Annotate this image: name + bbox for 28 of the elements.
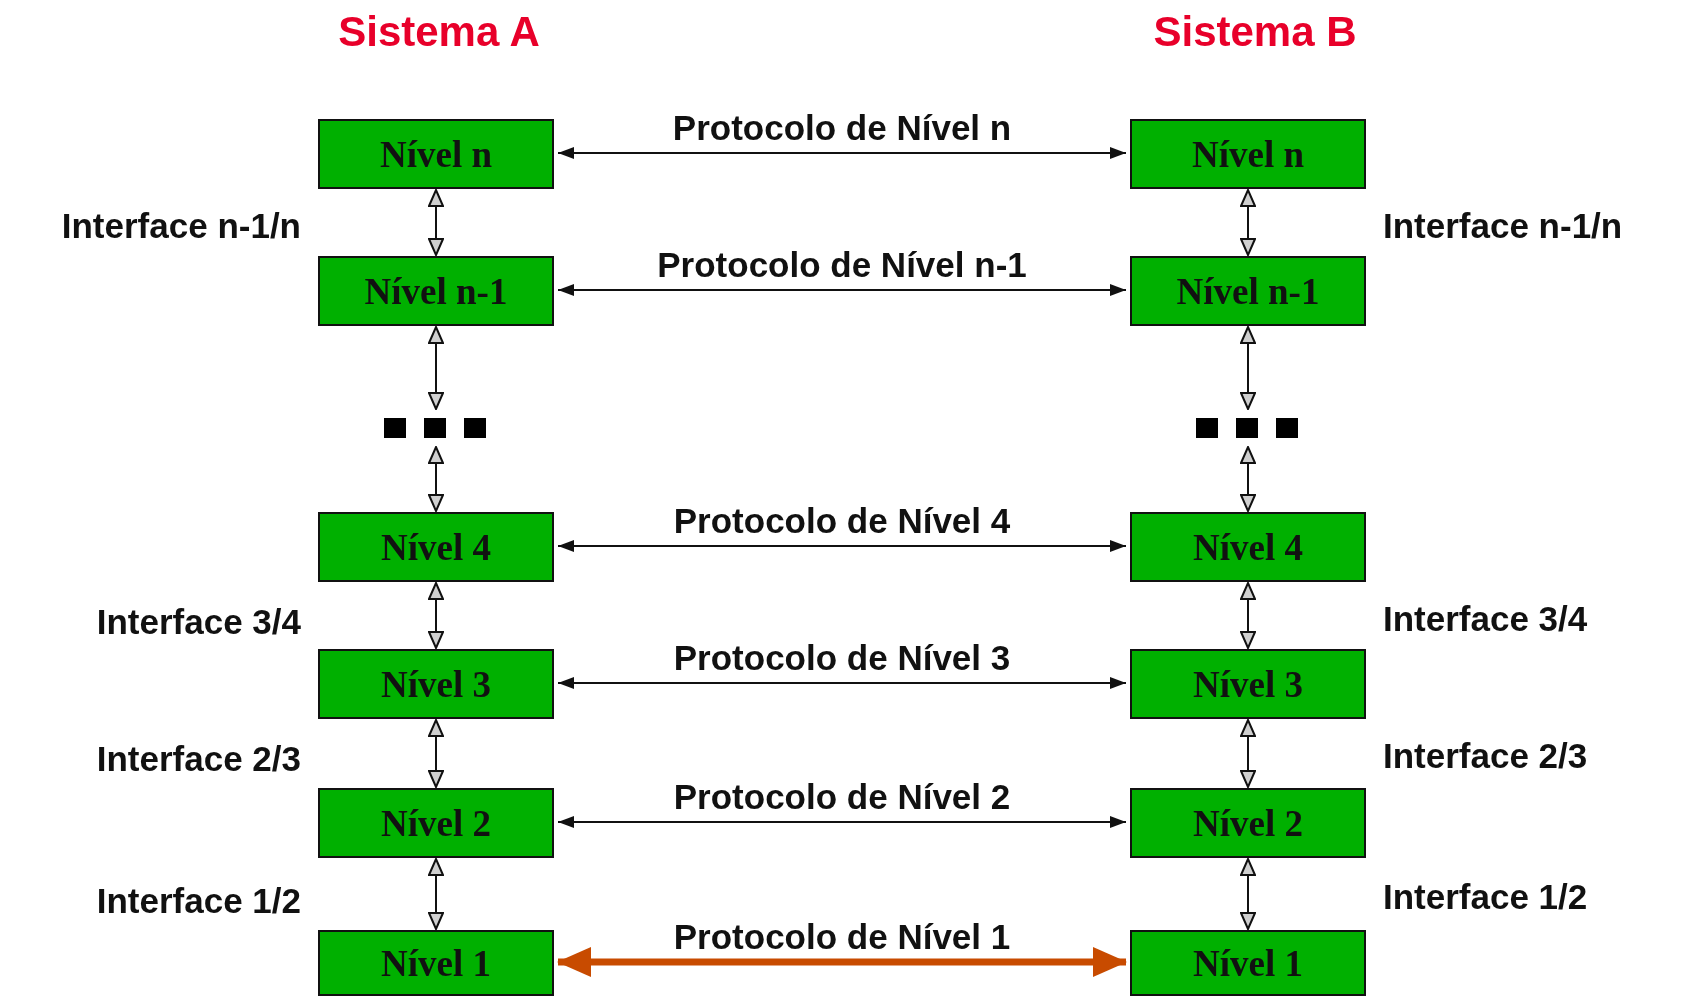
layer-box: Nível 1 [318, 930, 554, 996]
interface-label: Interface 2/3 [96, 741, 301, 776]
protocol-label: Protocolo de Nível n [672, 110, 1012, 145]
system-title: Sistema B [1152, 7, 1358, 57]
interface-label: Interface n-1/n [61, 208, 301, 243]
interface-label: Interface n-1/n [1383, 208, 1623, 243]
layer-box: Nível 2 [318, 788, 554, 858]
layer-box: Nível n [1130, 119, 1366, 189]
interface-label: Interface 1/2 [96, 883, 301, 918]
interface-label: Interface 2/3 [1383, 738, 1588, 773]
layer-box: Nível n-1 [1130, 256, 1366, 326]
layer-box: Nível n-1 [318, 256, 554, 326]
layer-box: Nível 3 [318, 649, 554, 719]
layer-box: Nível 2 [1130, 788, 1366, 858]
interface-label: Interface 3/4 [96, 604, 301, 639]
protocol-label: Protocolo de Nível 3 [673, 640, 1011, 675]
layer-box: Nível 4 [318, 512, 554, 582]
layer-box: Nível 3 [1130, 649, 1366, 719]
protocol-label: Protocolo de Nível 4 [673, 503, 1011, 538]
interface-label: Interface 3/4 [1383, 601, 1588, 636]
protocol-label: Protocolo de Nível n-1 [657, 247, 1027, 282]
interface-label: Interface 1/2 [1383, 879, 1588, 914]
layer-box: Nível 1 [1130, 930, 1366, 996]
protocol-label: Protocolo de Nível 1 [673, 919, 1011, 954]
system-title: Sistema A [337, 7, 541, 57]
protocol-label: Protocolo de Nível 2 [673, 779, 1011, 814]
layer-box: Nível 4 [1130, 512, 1366, 582]
layer-box: Nível n [318, 119, 554, 189]
